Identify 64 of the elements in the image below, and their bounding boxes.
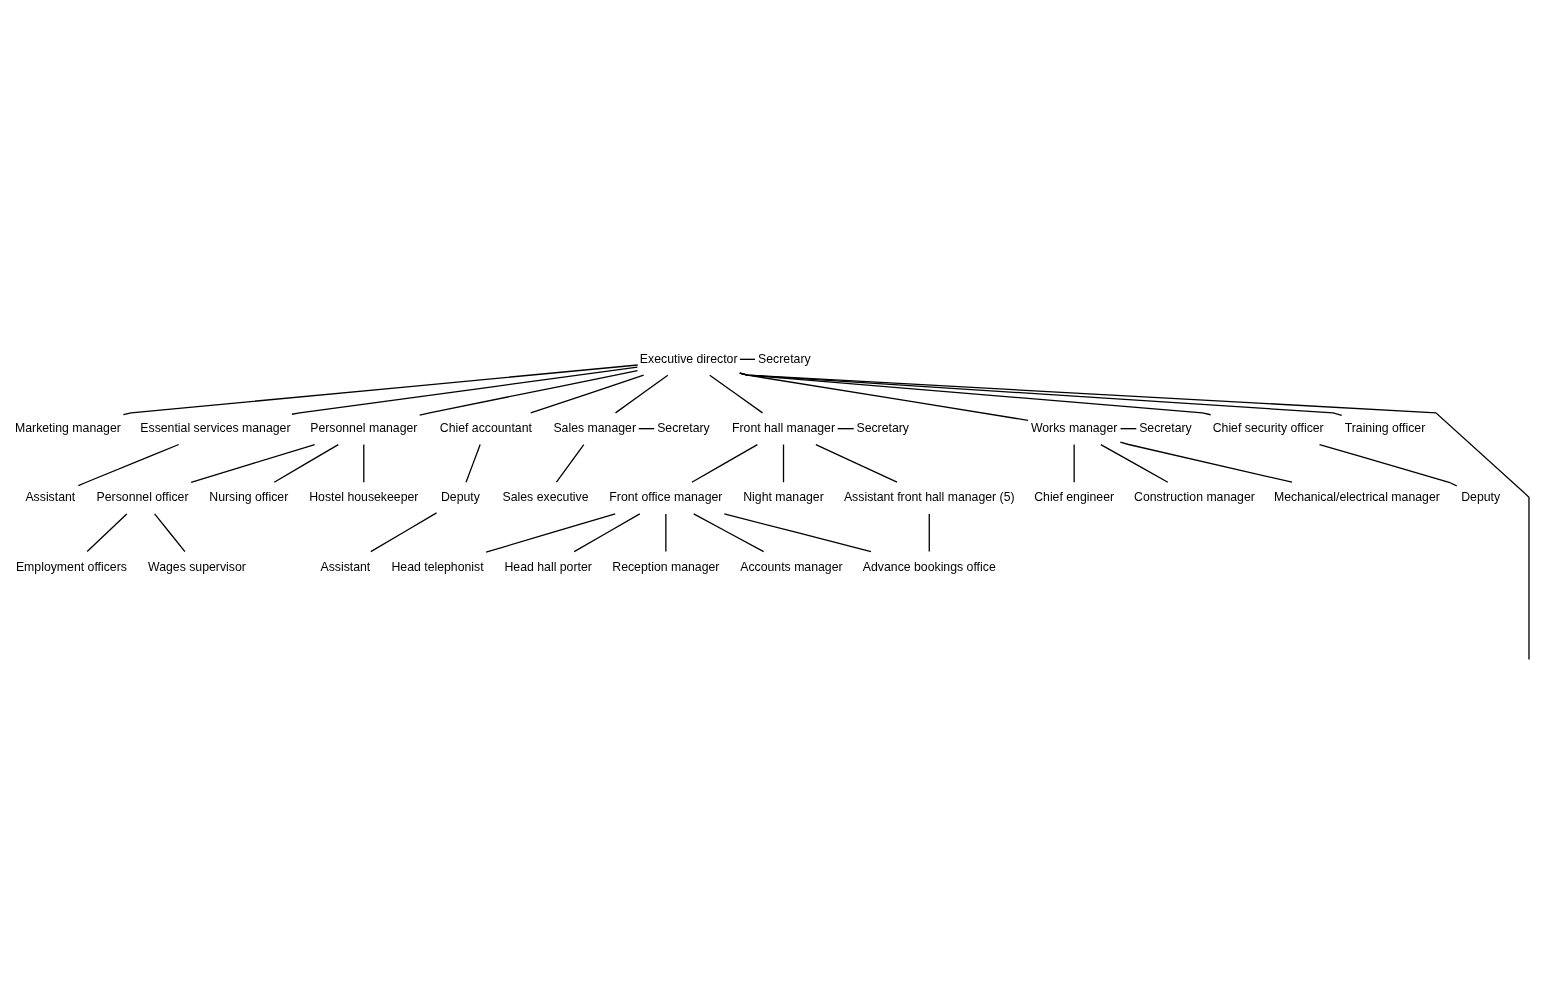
node-text: Construction manager — [1134, 489, 1255, 504]
node-text: Training officer — [1344, 420, 1426, 435]
connector — [77, 443, 180, 486]
node-text: Front hall manager — [731, 420, 836, 435]
node-text: Advance bookings office — [862, 559, 996, 574]
node-text: Secretary — [758, 351, 811, 366]
node-text: Chief accountant — [439, 420, 532, 435]
node-text: Wages supervisor — [148, 559, 246, 574]
connector — [782, 443, 785, 483]
connector — [419, 369, 639, 416]
connector — [122, 363, 639, 415]
connector — [1100, 443, 1169, 483]
connector — [190, 443, 316, 483]
node-text: Executive director — [639, 351, 738, 366]
node-text: Secretary — [856, 420, 910, 435]
node-text: Assistant front hall manager (5) — [843, 489, 1015, 504]
node-text: Front office manager — [609, 489, 723, 504]
connector — [739, 372, 1530, 660]
connector — [153, 512, 186, 552]
node-text: Head telephonist — [391, 559, 484, 574]
connector — [273, 443, 339, 483]
connector — [693, 512, 765, 552]
connector — [530, 374, 645, 413]
node-text: Accounts manager — [740, 559, 843, 574]
connector — [291, 365, 639, 415]
node-text: Essential services manager — [140, 420, 291, 435]
node-text: Sales executive — [502, 489, 589, 504]
node-text: Deputy — [440, 489, 480, 504]
connector — [1119, 441, 1293, 483]
connector — [723, 512, 872, 552]
node-text: Chief security officer — [1212, 420, 1324, 435]
node-text: Hostel housekeeper — [309, 489, 419, 504]
connector — [815, 443, 898, 483]
connector — [709, 374, 764, 413]
connector — [370, 511, 438, 552]
connector — [614, 374, 669, 413]
connector — [363, 443, 365, 483]
node-text: Secretary — [657, 420, 710, 435]
connector — [1318, 443, 1458, 487]
node-text: Head hall porter — [504, 559, 592, 574]
connector — [86, 512, 128, 552]
node-text: Deputy — [1461, 489, 1501, 504]
connector — [665, 512, 667, 552]
connector — [691, 443, 759, 483]
node-text: Secretary — [1139, 420, 1192, 435]
node-text: Personnel manager — [310, 420, 418, 435]
node-text: Assistant — [25, 489, 76, 504]
connector — [928, 512, 930, 552]
node-text: Chief engineer — [1034, 489, 1115, 504]
node-text: Personnel officer — [96, 489, 189, 504]
node-text: Mechanical/electrical manager — [1273, 489, 1440, 504]
connector — [1073, 443, 1075, 483]
node-text: Night manager — [743, 489, 824, 504]
node-text: Marketing manager — [15, 420, 121, 435]
node-text: Nursing officer — [209, 489, 289, 504]
node-text: Works manager — [1030, 420, 1118, 435]
connector — [555, 443, 585, 483]
connector — [485, 512, 616, 553]
node-text: Reception manager — [612, 559, 720, 574]
node-text: Assistant — [320, 559, 371, 574]
connector — [573, 512, 641, 552]
connector — [465, 443, 481, 483]
node-text: Employment officers — [15, 559, 127, 574]
node-text: Sales manager — [553, 420, 637, 435]
